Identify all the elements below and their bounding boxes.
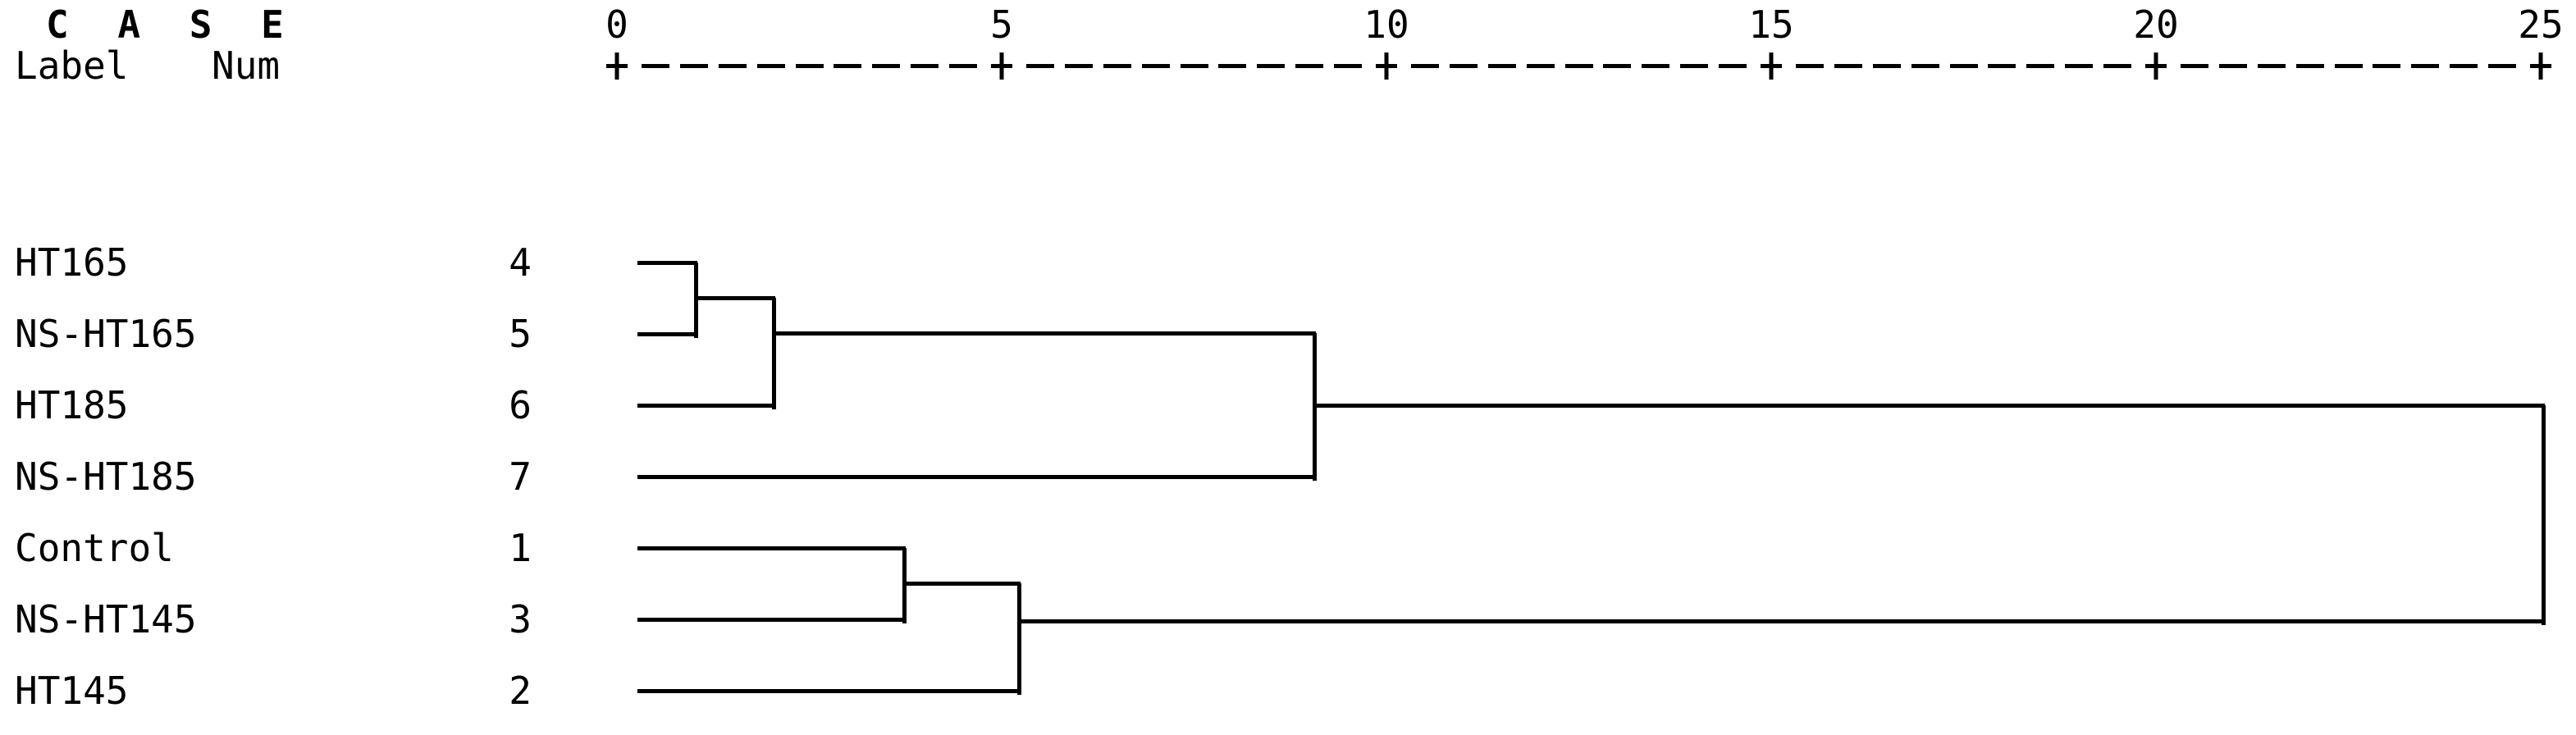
leaf-case-number-ns-ht145: 3 <box>509 597 532 641</box>
dendro-hline-leaf-NS-HT165 <box>637 332 697 336</box>
ruler-dash <box>1334 64 1363 68</box>
ruler-tick-stem-25 <box>2538 52 2543 80</box>
dendro-vline-v-m1 <box>694 262 698 338</box>
dendro-hline-leaf-NS-HT145 <box>637 618 906 622</box>
ruler-dash <box>1795 64 1824 68</box>
ruler-dash <box>2103 64 2132 68</box>
label-column-heading: Label <box>15 43 129 88</box>
axis-tick-label-5: 5 <box>990 2 1013 47</box>
axis-tick-label-10: 10 <box>1363 2 1409 47</box>
ruler-dash <box>1680 64 1709 68</box>
ruler-dash <box>1410 64 1439 68</box>
ruler-dash <box>834 64 862 68</box>
ruler-dash <box>795 64 824 68</box>
ruler-tick-stem-0 <box>614 52 619 80</box>
ruler-dash <box>1487 64 1516 68</box>
ruler-dash <box>641 64 669 68</box>
leaf-label-ns-ht145: NS-HT145 <box>15 597 197 641</box>
ruler-dash <box>2488 64 2517 68</box>
axis-tick-label-15: 15 <box>1748 2 1794 47</box>
leaf-case-number-ht165: 4 <box>509 240 532 285</box>
dendro-vline-v-m3 <box>1313 333 1317 481</box>
dendro-hline-out-m2 <box>774 331 1316 336</box>
ruler-dash <box>1257 64 1286 68</box>
ruler-tick-stem-15 <box>1769 52 1774 80</box>
ruler-dash <box>756 64 785 68</box>
axis-tick-label-20: 20 <box>2133 2 2179 47</box>
ruler-dash <box>679 64 708 68</box>
ruler-dash <box>1141 64 1170 68</box>
case-heading: C A S E <box>46 2 297 47</box>
axis-ruler <box>0 43 2576 89</box>
ruler-tick-stem-5 <box>999 52 1004 80</box>
ruler-dash <box>1526 64 1555 68</box>
dendro-hline-out-m1 <box>696 296 775 300</box>
dendro-hline-out-m3 <box>1314 404 2545 408</box>
ruler-dash <box>2180 64 2208 68</box>
leaf-label-ns-ht185: NS-HT185 <box>15 454 197 499</box>
ruler-dash <box>1603 64 1632 68</box>
num-column-heading: Num <box>212 43 281 88</box>
dendro-hline-out-m5 <box>1019 619 2545 623</box>
dendro-hline-leaf-HT145 <box>637 689 1021 693</box>
ruler-dash <box>949 64 978 68</box>
ruler-dash <box>2373 64 2401 68</box>
dendro-hline-leaf-NS-HT185 <box>637 475 1316 479</box>
ruler-dash <box>2257 64 2286 68</box>
dendro-hline-leaf-HT165 <box>637 261 697 265</box>
leaf-case-number-ns-ht165: 5 <box>509 312 532 356</box>
leaf-label-ht185: HT185 <box>15 383 129 427</box>
axis-tick-label-0: 0 <box>605 2 628 47</box>
ruler-dash <box>2218 64 2247 68</box>
leaf-label-ht165: HT165 <box>15 240 129 285</box>
ruler-dash <box>1564 64 1593 68</box>
dendro-hline-out-m4 <box>904 582 1021 586</box>
leaf-label-control: Control <box>15 526 174 570</box>
dendro-vline-v-root <box>2542 405 2546 625</box>
ruler-dash <box>2295 64 2324 68</box>
ruler-dash <box>1911 64 1939 68</box>
ruler-dash <box>1834 64 1862 68</box>
ruler-dash <box>911 64 939 68</box>
ruler-dash <box>718 64 747 68</box>
dendro-vline-v-m4 <box>902 548 907 623</box>
ruler-dash <box>1218 64 1247 68</box>
leaf-label-ns-ht165: NS-HT165 <box>15 312 197 356</box>
dendro-vline-v-m5 <box>1017 583 1021 695</box>
ruler-dash <box>1180 64 1208 68</box>
ruler-dash <box>1642 64 1670 68</box>
ruler-dash <box>1103 64 1131 68</box>
ruler-dash <box>1025 64 1054 68</box>
ruler-dash <box>1449 64 1478 68</box>
leaf-case-number-ns-ht185: 7 <box>509 454 532 499</box>
ruler-tick-stem-10 <box>1384 52 1389 80</box>
dendro-vline-v-m2 <box>772 298 776 409</box>
leaf-label-ht145: HT145 <box>15 669 129 713</box>
ruler-dash <box>1988 64 2016 68</box>
ruler-dash <box>872 64 901 68</box>
ruler-dash <box>2026 64 2055 68</box>
leaf-case-number-ht185: 6 <box>509 383 532 427</box>
dendro-hline-leaf-HT185 <box>637 404 775 408</box>
dendro-hline-leaf-Control <box>637 546 906 550</box>
ruler-dash <box>1295 64 1324 68</box>
ruler-dash <box>2450 64 2478 68</box>
leaf-case-number-control: 1 <box>509 526 532 570</box>
ruler-dash <box>1949 64 1978 68</box>
axis-tick-label-25: 25 <box>2518 2 2564 47</box>
ruler-dash <box>2334 64 2363 68</box>
ruler-tick-stem-20 <box>2154 52 2158 80</box>
ruler-dash <box>1719 64 1747 68</box>
ruler-dash <box>2411 64 2440 68</box>
ruler-dash <box>2065 64 2094 68</box>
ruler-dash <box>1872 64 1901 68</box>
ruler-dash <box>1064 64 1093 68</box>
leaf-case-number-ht145: 2 <box>509 669 532 713</box>
